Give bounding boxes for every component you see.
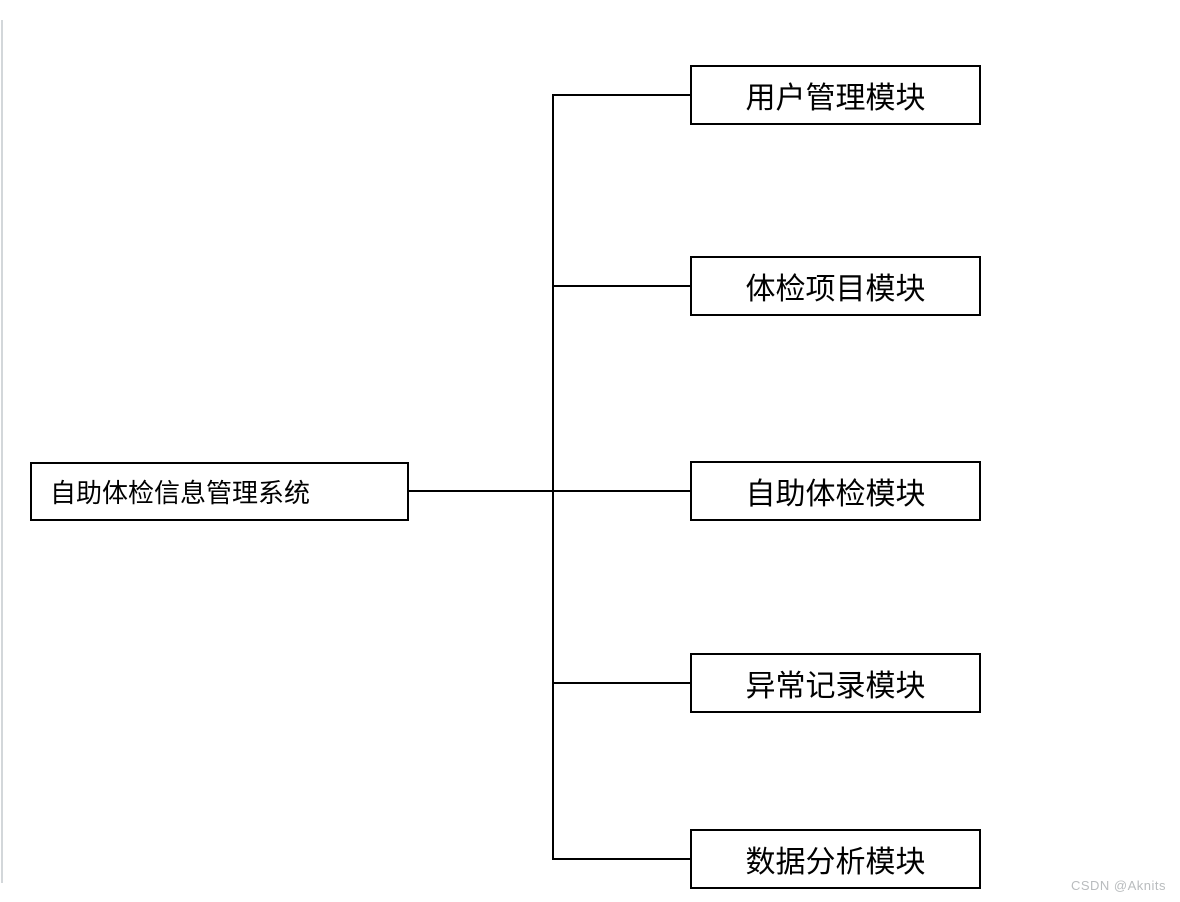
connector-branch-line-2	[552, 285, 690, 287]
connector-branch-line-5	[552, 858, 690, 860]
module-label: 用户管理模块	[745, 82, 926, 115]
connector-branch-line-3	[552, 490, 690, 492]
module-box-exam-items: 体检项目模块	[690, 256, 981, 316]
module-box-user-management: 用户管理模块	[690, 65, 981, 125]
connector-trunk-line	[552, 94, 554, 860]
module-label: 异常记录模块	[745, 670, 926, 703]
module-box-data-analysis: 数据分析模块	[690, 829, 981, 889]
module-label: 体检项目模块	[745, 273, 926, 306]
connector-branch-line-4	[552, 682, 690, 684]
module-label: 数据分析模块	[745, 846, 926, 879]
connector-branch-line-1	[552, 94, 690, 96]
module-label: 自助体检模块	[745, 478, 926, 511]
watermark-text: CSDN @Aknits	[1070, 878, 1166, 893]
module-box-self-exam: 自助体检模块	[690, 461, 981, 521]
connector-root-line	[409, 490, 554, 492]
page-edge-line	[1, 20, 3, 883]
module-box-abnormal-records: 异常记录模块	[690, 653, 981, 713]
root-node-label: 自助体检信息管理系统	[50, 479, 311, 508]
root-node-box: 自助体检信息管理系统	[30, 462, 409, 521]
